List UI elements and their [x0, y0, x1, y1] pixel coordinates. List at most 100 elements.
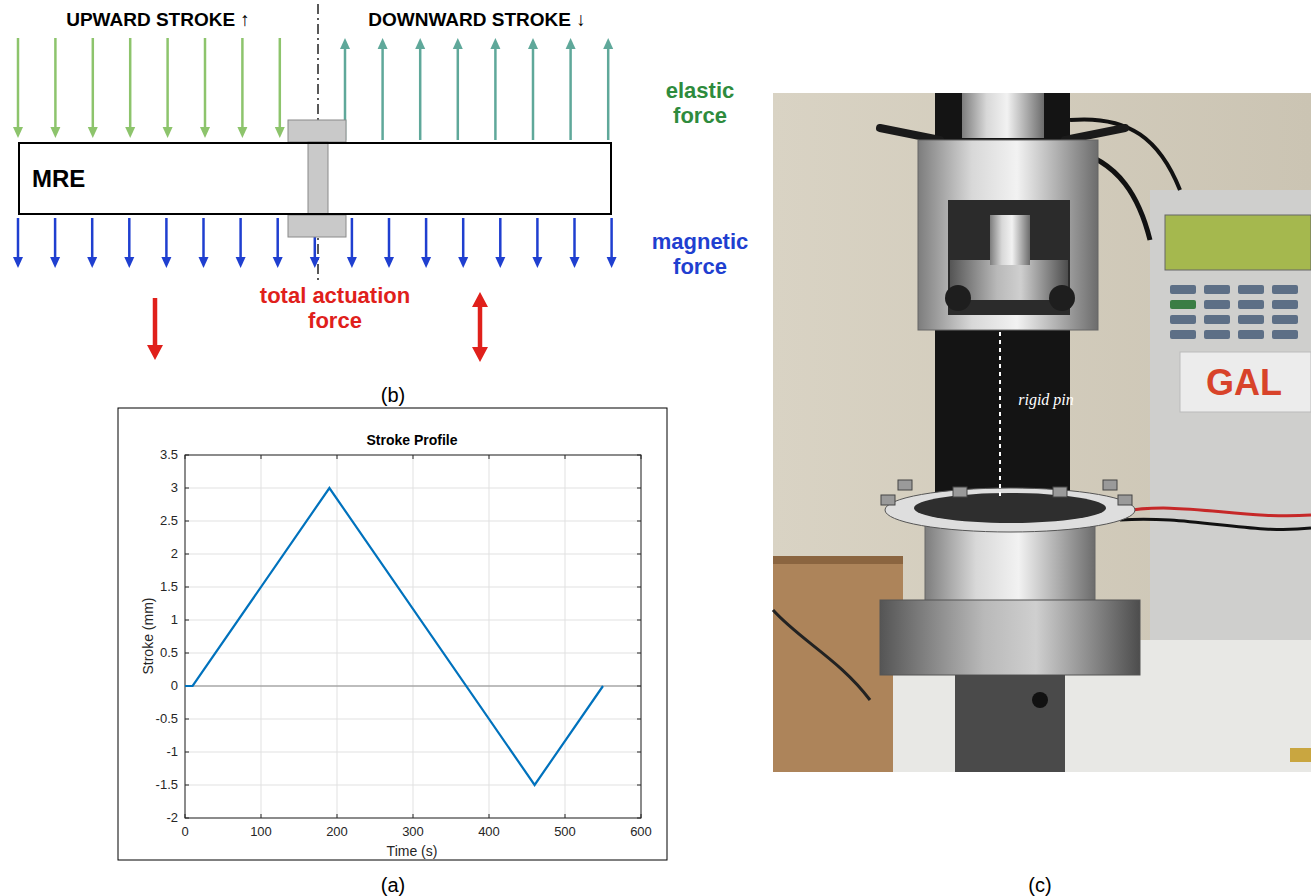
stroke-heading: DOWNWARD STROKE ↓	[366, 9, 587, 31]
keypad-button	[1272, 300, 1298, 309]
y-tick-label: -1	[164, 745, 180, 760]
fixture-stem	[955, 675, 1065, 772]
elastic-arrow-shaft	[569, 47, 572, 140]
wire	[1120, 519, 1311, 529]
elastic-arrow-shaft	[419, 47, 422, 140]
elastic-arrow-head	[453, 38, 463, 49]
force-diagram	[13, 4, 617, 362]
magnetic-arrow-head	[570, 257, 580, 268]
x-tick-label: 500	[552, 825, 578, 840]
keypad-button	[1272, 315, 1298, 324]
clamp	[898, 480, 912, 490]
tick-mark	[637, 653, 641, 654]
magnetic-arrow-shaft	[536, 218, 539, 259]
stroke-heading: UPWARD STROKE ↑	[64, 9, 252, 31]
force-label: elastic force	[648, 78, 752, 129]
grip-knob	[1049, 285, 1075, 311]
keypad-button	[1272, 285, 1298, 294]
keypad-button	[1204, 315, 1230, 324]
grid-line	[565, 455, 566, 818]
tick-mark	[565, 455, 566, 459]
keypad-button	[1204, 285, 1230, 294]
keypad-button	[1238, 315, 1264, 324]
handle	[1065, 128, 1125, 140]
clamp	[1118, 495, 1132, 505]
layer-name: MRE	[32, 165, 85, 193]
magnetic-arrow-head	[273, 257, 283, 268]
lcd-display	[1165, 215, 1311, 270]
plot-border	[185, 455, 641, 818]
magnetic-arrow-shaft	[91, 218, 94, 259]
desk-edge	[773, 556, 903, 564]
tick-mark	[185, 587, 189, 588]
tick-mark	[185, 752, 189, 753]
y-tick-label: 3.5	[158, 448, 180, 463]
y-tick-label: 1.5	[158, 580, 180, 595]
keypad-button	[1204, 300, 1230, 309]
elastic-arrow-shaft	[457, 47, 460, 140]
magnetic-arrow-head	[13, 257, 23, 268]
elastic-arrow-shaft	[241, 38, 244, 129]
tick-mark	[413, 455, 414, 459]
tick-mark	[637, 719, 641, 720]
grid-line	[185, 686, 641, 687]
elastic-arrow-shaft	[129, 38, 132, 129]
x-tick-label: 100	[248, 825, 274, 840]
elastic-arrow-shaft	[166, 38, 169, 129]
tick-mark	[185, 653, 189, 654]
tick-mark	[637, 587, 641, 588]
keypad-button	[1272, 330, 1298, 339]
elastic-arrow-shaft	[92, 38, 95, 129]
magnetic-arrow-shaft	[202, 218, 205, 259]
zero-line	[185, 686, 641, 687]
grid-line	[337, 455, 338, 818]
magnetic-arrow-shaft	[351, 218, 354, 259]
magnetic-arrow-head	[50, 257, 60, 268]
tick-mark	[489, 814, 490, 818]
panel-letter: (a)	[379, 874, 407, 896]
tick-mark	[489, 455, 490, 459]
elastic-arrow-head	[88, 127, 98, 138]
magnetic-arrow-head	[236, 257, 246, 268]
y-tick-label: 0	[169, 679, 180, 694]
handle	[880, 128, 940, 140]
tick-mark	[637, 554, 641, 555]
magnetic-arrow-shaft	[239, 218, 242, 259]
keypad-button	[1238, 285, 1264, 294]
magnetic-arrow-head	[161, 257, 171, 268]
plot-area	[185, 455, 641, 818]
magnetic-arrow-shaft	[462, 218, 465, 259]
y-tick-label: -1.5	[154, 778, 180, 793]
magnetic-arrow-shaft	[425, 218, 428, 259]
elastic-arrow-head	[200, 127, 210, 138]
elastic-arrow-shaft	[532, 47, 535, 140]
tick-mark	[637, 785, 641, 786]
stem-hole	[1032, 692, 1048, 708]
magnetic-arrow-head	[124, 257, 134, 268]
magnetic-arrow-head	[347, 257, 357, 268]
y-tick-label: 2	[169, 547, 180, 562]
clamp	[881, 495, 895, 505]
wall	[773, 93, 1311, 772]
keypad-button	[1170, 285, 1196, 294]
tick-mark	[185, 785, 189, 786]
elastic-arrow-shaft	[607, 47, 610, 140]
elastic-arrow-head	[163, 127, 173, 138]
actuation-arrow-head	[472, 347, 488, 362]
x-tick-label: 0	[179, 825, 190, 840]
load-cell	[962, 93, 1044, 138]
chart-frame	[118, 408, 667, 860]
magnetic-arrow-shaft	[276, 218, 279, 259]
elastic-arrow-shaft	[279, 38, 282, 129]
panel-letter: (c)	[1026, 874, 1053, 896]
tick-mark	[337, 814, 338, 818]
magnetic-arrow-shaft	[165, 218, 168, 259]
magnetic-arrow-head	[495, 257, 505, 268]
grip-block	[990, 215, 1030, 265]
tick-mark	[637, 521, 641, 522]
y-tick-label: 0.5	[158, 646, 180, 661]
elastic-arrow-head	[566, 38, 576, 49]
force-label: magnetic force	[643, 229, 757, 280]
magnetic-arrow-head	[310, 257, 320, 268]
grid-line	[261, 455, 262, 818]
